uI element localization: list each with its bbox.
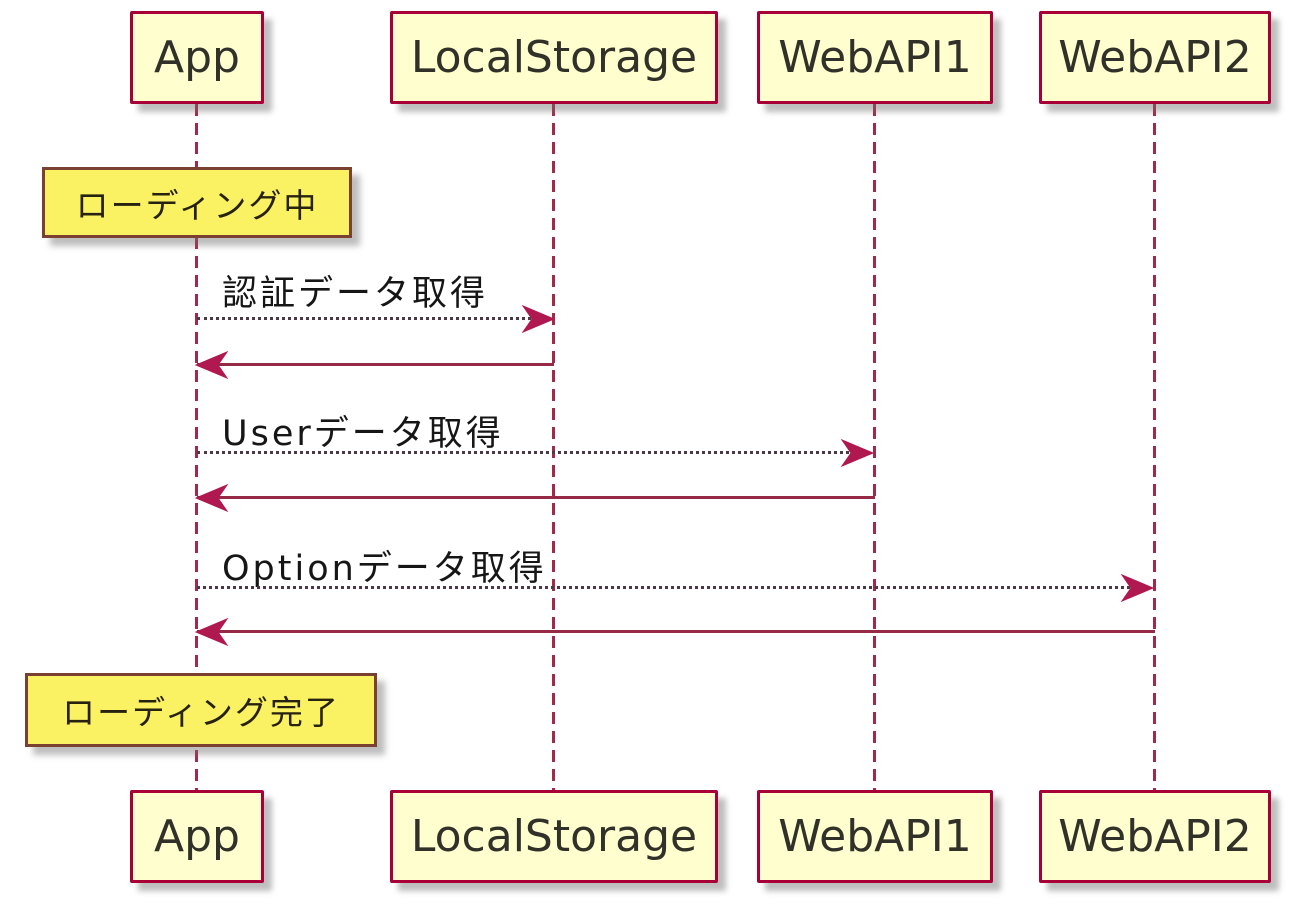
note-loading-complete: ローディング完了 <box>25 673 377 747</box>
message-label-user-data: Userデータ取得 <box>222 414 504 454</box>
message-label-auth-data: 認証データ取得 <box>222 274 489 314</box>
participant-box-webapi1-bottom: WebAPI1 <box>757 790 993 883</box>
note-loading-start: ローディング中 <box>42 167 352 238</box>
participant-label: WebAPI2 <box>1058 32 1252 83</box>
participant-box-localstorage-bottom: LocalStorage <box>390 790 718 883</box>
message-line-option-data <box>197 586 1148 589</box>
participant-box-app-bottom: App <box>130 790 264 883</box>
participant-box-localstorage-top: LocalStorage <box>390 11 718 104</box>
message-line-return-localstorage <box>197 363 554 366</box>
arrowhead-left-icon <box>194 483 229 513</box>
participant-box-webapi2-bottom: WebAPI2 <box>1039 790 1271 883</box>
message-label-option-data: Optionデータ取得 <box>222 549 547 589</box>
participant-label: LocalStorage <box>410 811 698 862</box>
arrowhead-left-icon <box>194 617 229 647</box>
message-line-return-webapi1 <box>197 496 875 499</box>
lifeline-webapi2 <box>1153 104 1156 790</box>
arrowhead-right-icon <box>1120 573 1155 603</box>
note-text: ローディング完了 <box>62 693 340 732</box>
arrowhead-right-icon <box>521 304 556 334</box>
message-line-return-webapi2 <box>197 630 1155 633</box>
message-line-user-data <box>197 451 868 454</box>
participant-label: WebAPI1 <box>778 811 972 862</box>
participant-box-webapi1-top: WebAPI1 <box>757 11 993 104</box>
participant-label: App <box>154 32 240 83</box>
participant-label: WebAPI1 <box>778 32 972 83</box>
participant-label: WebAPI2 <box>1058 811 1252 862</box>
participant-label: App <box>154 811 240 862</box>
arrowhead-left-icon <box>194 350 229 380</box>
participant-box-app-top: App <box>130 11 264 104</box>
lifeline-localstorage <box>552 104 555 790</box>
note-text: ローディング中 <box>75 185 319 225</box>
lifeline-webapi1 <box>873 104 876 790</box>
arrowhead-right-icon <box>840 438 875 468</box>
participant-label: LocalStorage <box>410 32 698 83</box>
lifeline-app <box>195 104 198 790</box>
participant-box-webapi2-top: WebAPI2 <box>1039 11 1271 104</box>
message-line-auth-data <box>197 317 549 320</box>
